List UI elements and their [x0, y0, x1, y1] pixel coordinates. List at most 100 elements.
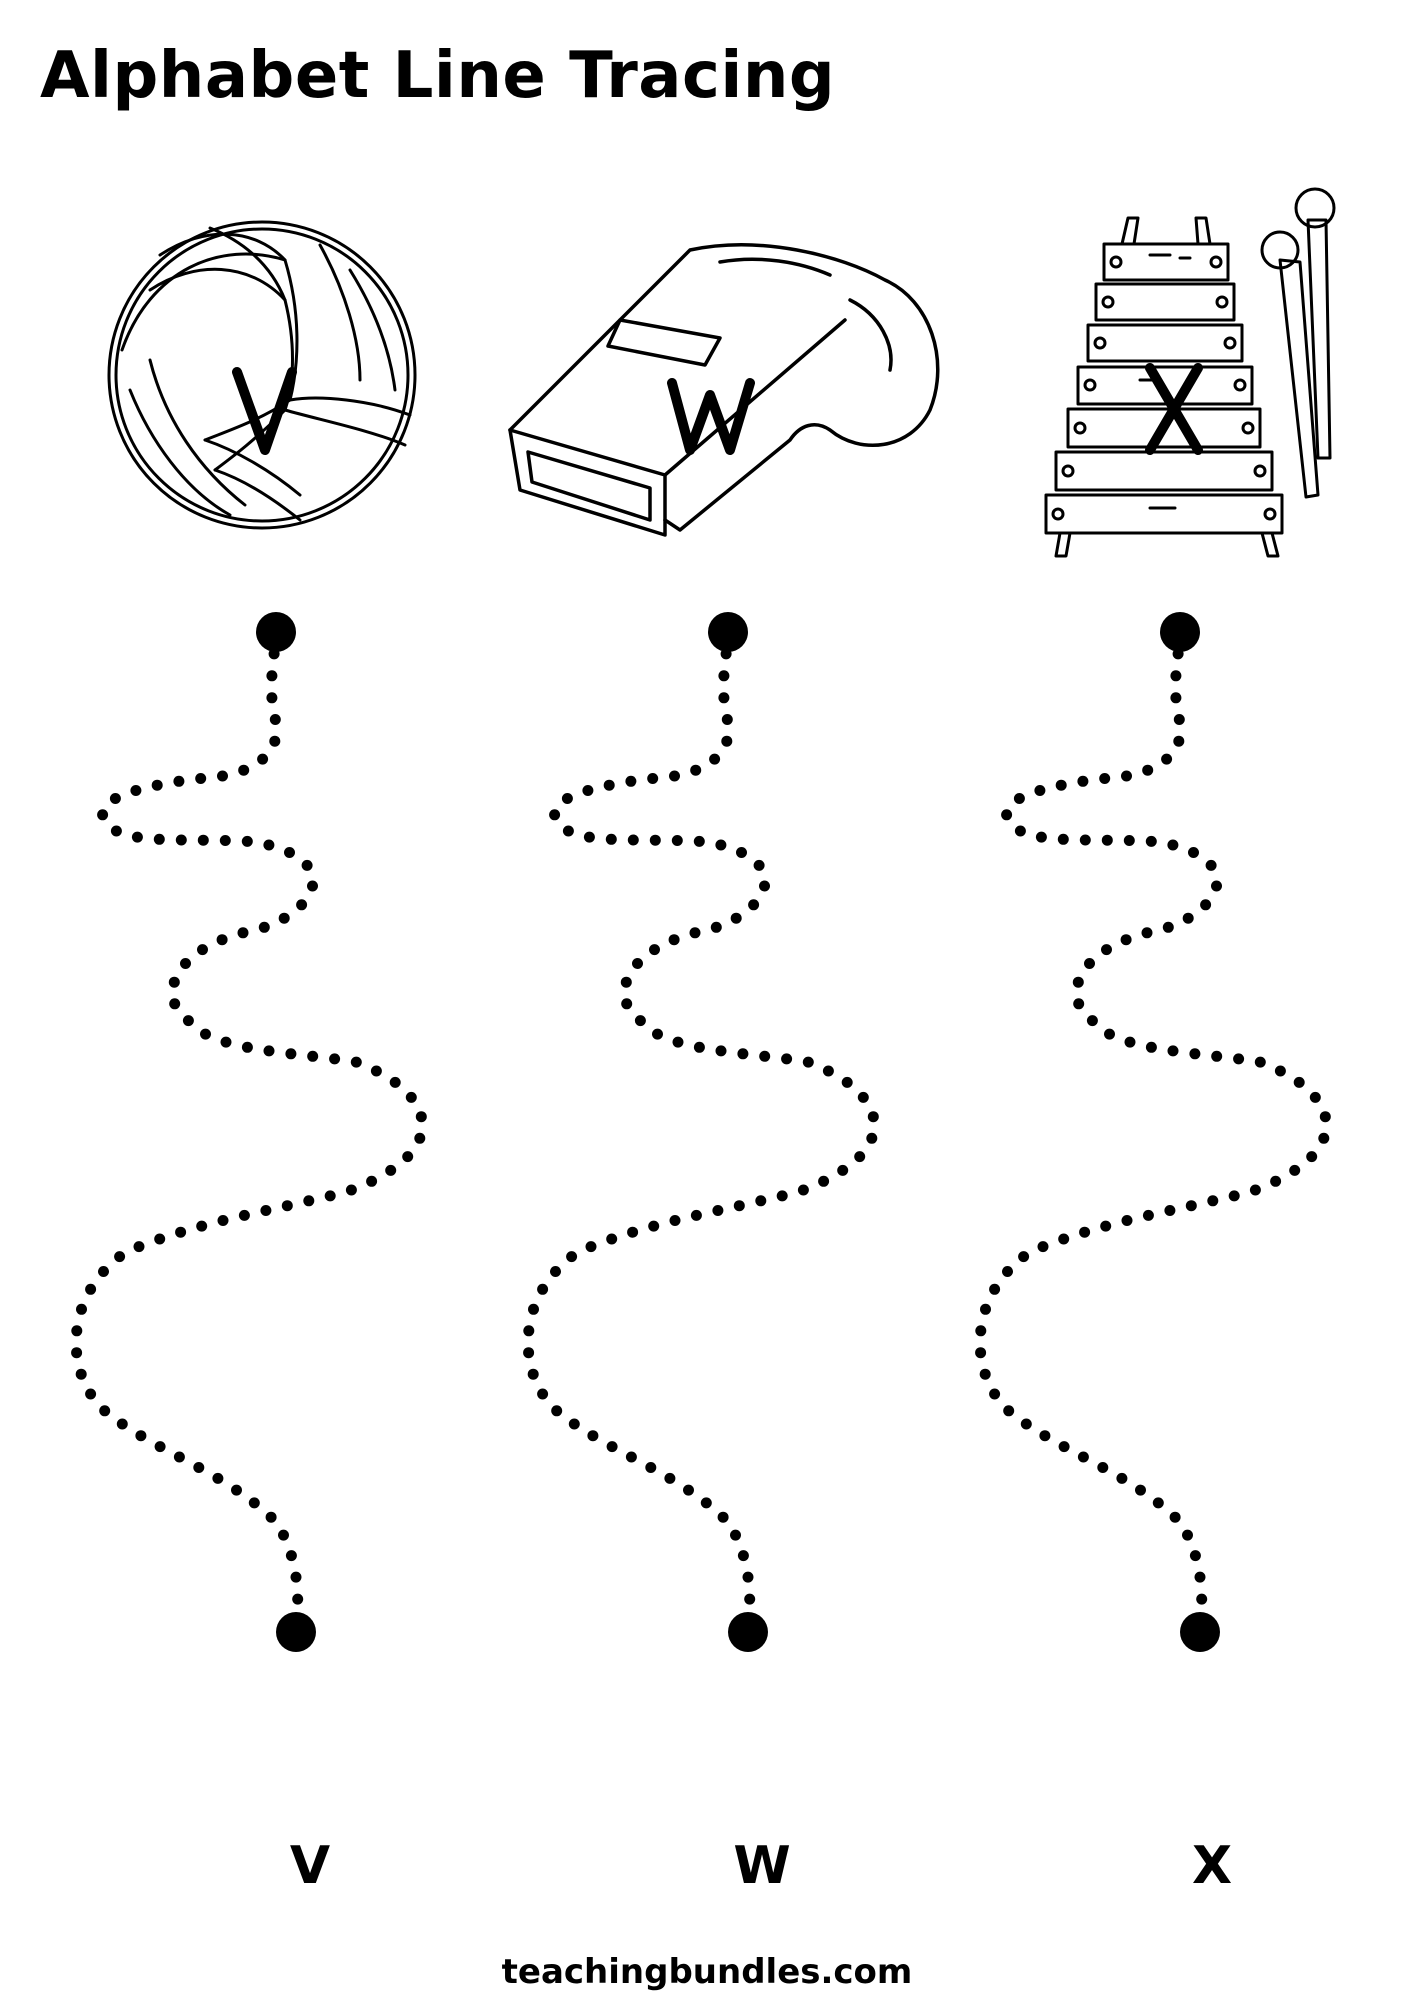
start-dot-x[interactable] [1160, 612, 1200, 652]
trace-dot-v [284, 847, 295, 858]
trace-dot-x [1001, 809, 1013, 821]
trace-dot-w [693, 835, 705, 847]
trace-dot-w [837, 1164, 849, 1176]
trace-dot-x [1057, 833, 1069, 845]
trace-dot-x [1039, 1430, 1051, 1442]
footer-site: teachingbundles.com [501, 1952, 913, 1992]
trace-dot-w [583, 831, 595, 843]
trace-dot-v [219, 835, 231, 846]
trace-dot-w [693, 1041, 705, 1053]
trace-dot-x [1116, 1472, 1128, 1484]
letter-v-on-ball [232, 367, 297, 455]
trace-dot-w [753, 859, 765, 871]
trace-dot-v [131, 831, 143, 843]
trace-dot-x [1020, 1418, 1032, 1430]
trace-dot-w [818, 1175, 830, 1187]
trace-dot-v [75, 1368, 87, 1380]
trace-dot-v [216, 934, 228, 946]
trace-dot-w [669, 770, 680, 782]
trace-dot-w [647, 773, 659, 784]
trace-dot-v [345, 1184, 357, 1196]
trace-dot-v [329, 1053, 341, 1065]
trace-dot-v [135, 1430, 147, 1442]
trace-dot-v [415, 1111, 427, 1123]
trace-dot-v [278, 1529, 289, 1541]
trace-dot-v [385, 1164, 397, 1176]
trace-dot-v [307, 1050, 319, 1062]
trace-dot-v [173, 1451, 185, 1463]
trace-dot-x [1200, 899, 1212, 911]
trace-dot-x [1306, 1151, 1318, 1163]
trace-dot-w [562, 825, 574, 837]
trace-dot-w [867, 1111, 879, 1123]
start-dot-v[interactable] [256, 612, 296, 652]
trace-dot-x [1293, 1076, 1305, 1088]
trace-dot-v [168, 976, 180, 988]
trace-dot-w [606, 1233, 618, 1245]
trace-dot-w [587, 1430, 599, 1442]
trace-dot-x [1170, 670, 1182, 682]
trace-dot-w [866, 1132, 878, 1144]
trace-dot-w [742, 1571, 754, 1583]
trace-dot-x [1104, 1028, 1115, 1040]
trace-dot-w [561, 793, 573, 804]
trace-dot-x [1002, 1266, 1013, 1277]
trace-dot-v [248, 1497, 260, 1509]
end-dot-v[interactable] [276, 1612, 316, 1652]
trace-dot-w [683, 1484, 694, 1496]
trace-dot-v [258, 921, 270, 933]
trace-dot-v [200, 1028, 211, 1040]
trace-dot-w [700, 1497, 712, 1509]
trace-dot-v [241, 1041, 253, 1053]
trace-dot-w [781, 1053, 793, 1065]
trace-dot-w [797, 1184, 809, 1196]
trace-dot-v [285, 1550, 297, 1562]
trace-dot-w [620, 976, 632, 988]
end-dot-x[interactable] [1180, 1612, 1220, 1652]
trace-dot-w [523, 1347, 535, 1359]
trace-dot-x [1124, 1036, 1136, 1048]
trace-dot-v [76, 1303, 87, 1315]
trace-dot-w [690, 764, 702, 776]
trace-dot-w [748, 899, 760, 911]
trace-dot-v [154, 1441, 166, 1453]
end-dot-w[interactable] [728, 1612, 768, 1652]
trace-dot-v [366, 1175, 378, 1187]
trace-dot-w [603, 779, 615, 791]
trace-dot-v [114, 1251, 126, 1263]
trace-dot-x [1086, 1015, 1098, 1027]
trace-dot-x [1194, 1571, 1206, 1583]
trace-dot-w [537, 1388, 549, 1400]
trace-dot-x [1189, 1048, 1201, 1060]
trace-dot-x [1188, 847, 1199, 858]
trace-dot-x [1142, 764, 1154, 776]
trace-dot-x [989, 1388, 1001, 1400]
trace-dot-x [1233, 1053, 1245, 1065]
trace-dot-v [231, 1484, 242, 1496]
trace-dot-w [689, 927, 701, 939]
trace-dot-v [151, 779, 163, 791]
trace-dot-x [1100, 1220, 1112, 1232]
trace-dot-v [173, 775, 185, 787]
trace-dot-x [1099, 773, 1111, 784]
trace-dot-w [527, 1368, 539, 1380]
tracing-path-v[interactable] [71, 612, 427, 1652]
trace-dot-x [1249, 1184, 1261, 1196]
trace-dot-v [71, 1325, 83, 1337]
trace-dot-w [537, 1283, 549, 1295]
tracing-path-x[interactable] [975, 612, 1331, 1652]
trace-dot-v [85, 1388, 97, 1400]
trace-dot-x [1055, 779, 1067, 791]
trace-dot-w [715, 839, 727, 851]
trace-dot-x [1173, 714, 1185, 725]
trace-dot-v [154, 1233, 166, 1245]
trace-dot-x [1121, 770, 1132, 782]
trace-dot-x [1101, 834, 1113, 846]
tracing-path-w[interactable] [523, 612, 879, 1652]
trace-dot-w [645, 1462, 657, 1473]
trace-dot-w [672, 1036, 684, 1048]
trace-dot-x [1161, 753, 1173, 765]
trace-dot-x [1270, 1175, 1282, 1187]
start-dot-w[interactable] [708, 612, 748, 652]
